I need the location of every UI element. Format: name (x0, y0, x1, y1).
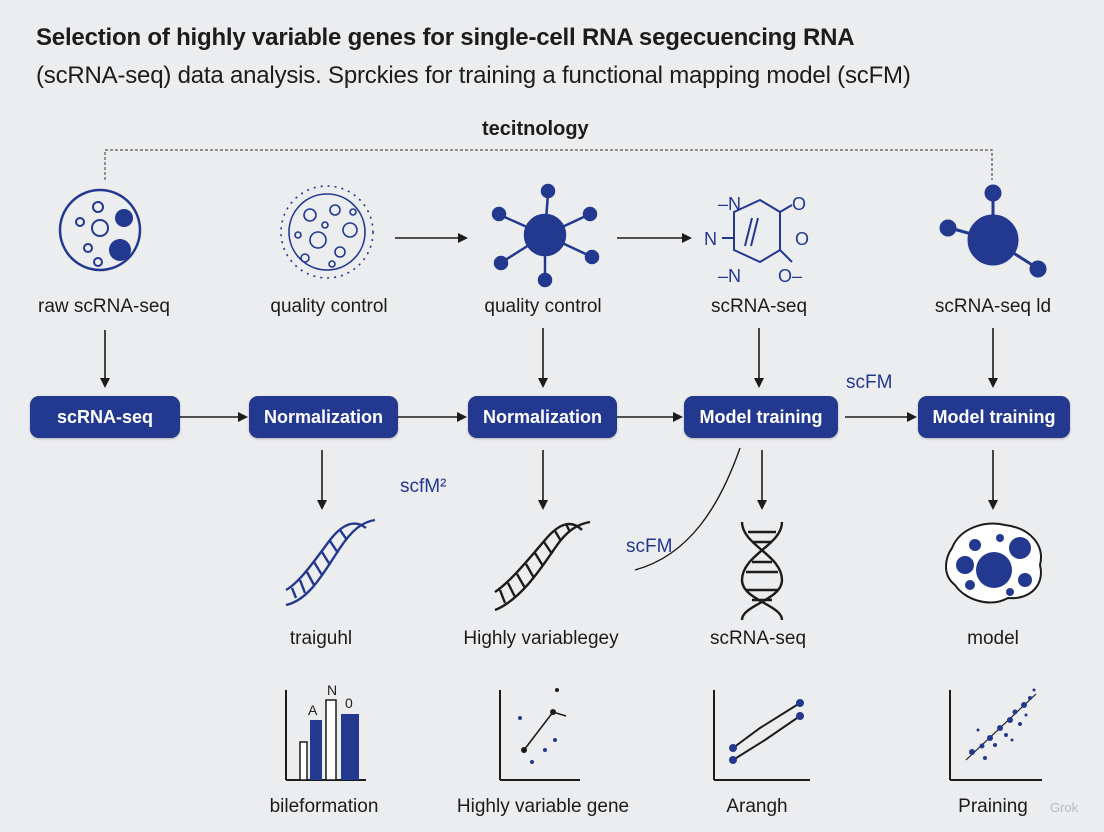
down-arrows-upper (100, 328, 998, 388)
molecule-structure-icon: –N O N O –N O– (704, 194, 809, 286)
network-node-icon (491, 183, 600, 288)
dashed-bracket (104, 149, 993, 180)
step-normalization-1: Normalization (249, 396, 398, 438)
label-bileformation: bileformation (269, 796, 379, 817)
dna-helix-dark-icon (494, 520, 591, 612)
label-traiguhl: traiguhl (289, 628, 353, 649)
step-scrna-seq: scRNA-seq (30, 396, 180, 438)
scfm-curve (634, 447, 741, 571)
node-icon (939, 184, 1047, 278)
title-line-2: (scRNA-seq) data analysis. Sprckies for … (36, 62, 911, 89)
label-highly-variablegey: Highly variablegey (463, 628, 619, 649)
label-scfm2: scfM² (400, 476, 447, 497)
title-line-1: Selection of highly variable genes for s… (36, 24, 855, 51)
bar-letter-a: A (308, 702, 318, 718)
svg-text:O: O (792, 194, 806, 214)
label-highly-variable-gene: Highly variable gene (456, 796, 630, 817)
scatter-line-icon (499, 688, 580, 781)
label-praining: Praining (958, 796, 1028, 817)
svg-text:–N: –N (718, 266, 741, 286)
label-quality-control-2: quality control (484, 296, 602, 317)
label-raw-scrna-seq: raw scRNA-seq (38, 296, 170, 317)
scatter-plot-icon (949, 688, 1042, 781)
technology-header: tecitnology (482, 118, 589, 140)
label-scrna-seq-ld: scRNA-seq ld (934, 296, 1052, 317)
line-chart-icon (713, 690, 810, 781)
dna-helix-icon (285, 518, 376, 607)
dna-ladder-icon (740, 521, 784, 621)
cell-icon (58, 188, 142, 272)
label-model: model (967, 628, 1019, 649)
bar-chart-icon: A N 0 (285, 682, 366, 781)
svg-text:O–: O– (778, 266, 802, 286)
label-scrna-seq-top: scRNA-seq (710, 296, 808, 317)
svg-text:N: N (704, 229, 717, 249)
label-scfm-top: scFM (846, 372, 893, 393)
watermark: Grok (1050, 800, 1079, 815)
svg-text:–N: –N (718, 194, 741, 214)
cell-cluster-icon (945, 522, 1042, 604)
step-model-training-1: Model training (684, 396, 838, 438)
step-normalization-2: Normalization (468, 396, 617, 438)
step-model-training-2: Model training (918, 396, 1070, 438)
label-arangh: Arangh (726, 796, 788, 817)
down-arrows-lower (317, 450, 998, 510)
label-quality-control-1: quality control (270, 296, 388, 317)
label-scrna-seq-mid: scRNA-seq (709, 628, 807, 649)
bar-letter-o: 0 (345, 695, 353, 711)
bar-letter-n: N (327, 682, 337, 698)
label-scfm-curve: scFM (626, 536, 673, 557)
virus-icon (280, 185, 374, 279)
svg-text:O: O (795, 229, 809, 249)
